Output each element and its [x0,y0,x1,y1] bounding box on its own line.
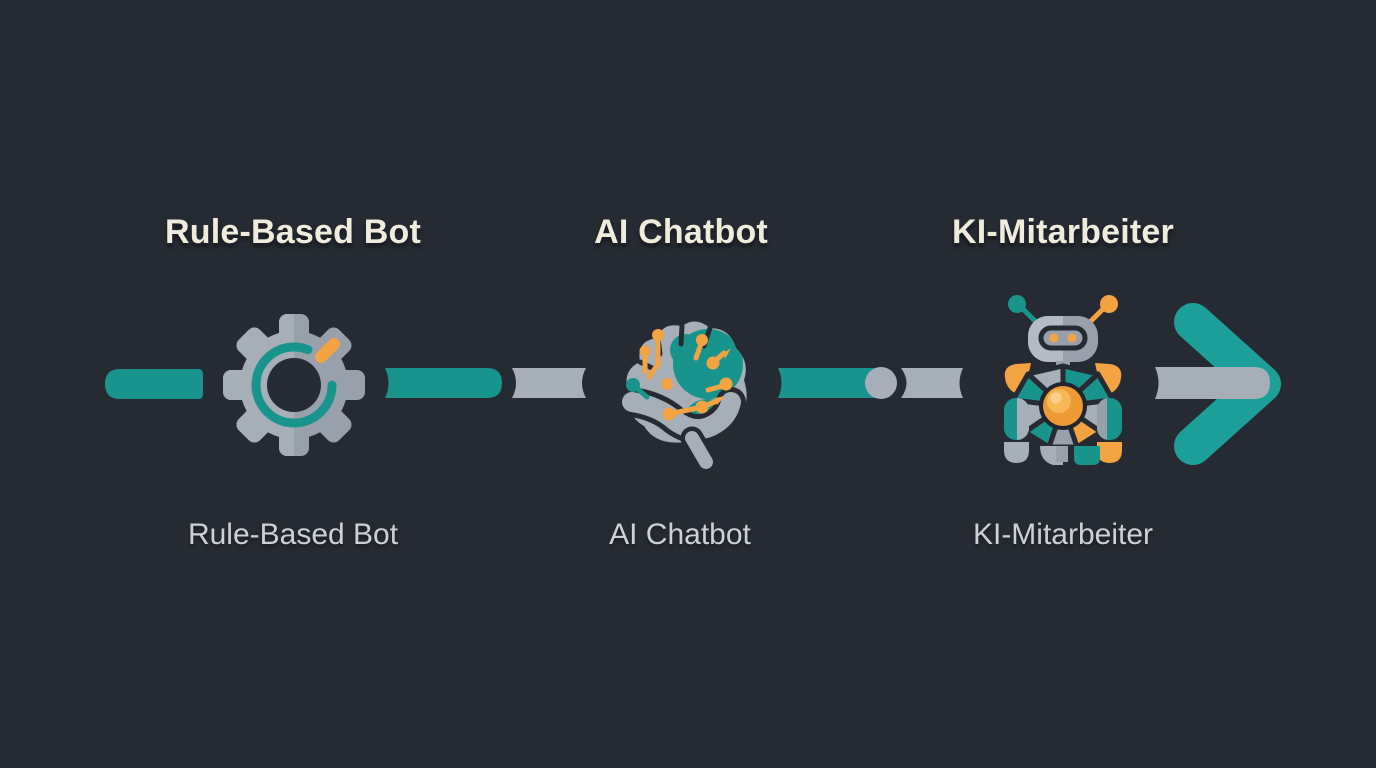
stage-caption-ki-mitarbeiter: KI-Mitarbeiter [972,518,1154,551]
robot-eye-right [1067,333,1077,343]
connector-segment-2 [385,368,502,398]
connector-segment-3 [512,368,586,398]
robot-icon [1004,295,1122,465]
arrow-shaft [1155,367,1270,399]
connector-segment-5 [901,368,963,398]
stage-caption-rule-based-bot: Rule-Based Bot [187,518,399,551]
stage-title-ai-chatbot: AI Chatbot [594,213,768,251]
chevron-right-icon [1155,303,1281,465]
gear-icon [223,314,365,456]
stage-caption-ai-chatbot: AI Chatbot [609,518,751,551]
gear-spark [315,338,340,363]
connector-segment-1 [105,369,203,399]
connector-segment-4 [778,368,880,398]
stage-title-rule-based-bot: Rule-Based Bot [165,213,421,251]
connector-node [865,367,897,399]
robot-eye-left [1049,333,1059,343]
stage-title-ki-mitarbeiter: KI-Mitarbeiter [952,213,1174,251]
circuit-traces [639,329,733,421]
brain-circuit-icon [617,321,747,474]
